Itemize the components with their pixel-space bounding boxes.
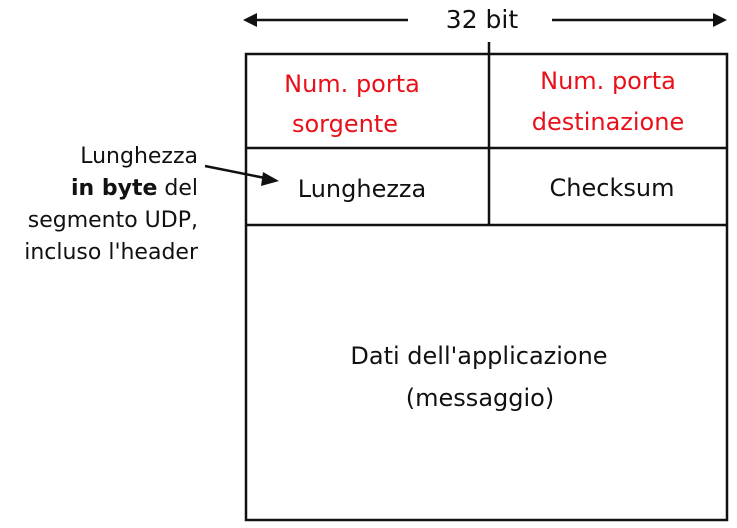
segment-outline xyxy=(244,52,729,522)
application-data-line-2: (messaggio) xyxy=(406,384,554,412)
segment-box xyxy=(244,52,729,522)
width-dimension: 32 bit xyxy=(243,5,727,54)
field-length: Lunghezza xyxy=(298,175,426,203)
source-port-line-2: sorgente xyxy=(292,110,398,138)
annotation-arrow-line xyxy=(204,164,266,180)
field-source-port: Num. porta sorgente xyxy=(284,70,420,138)
field-application-data: Dati dell'applicazione (messaggio) xyxy=(350,342,607,412)
annotation-line-2-rest: del xyxy=(157,176,198,201)
length-annotation: Lunghezza in byte del segmento UDP, incl… xyxy=(24,144,279,265)
width-arrow-left-head xyxy=(243,13,257,27)
annotation-line-3: segmento UDP, xyxy=(28,208,198,233)
source-port-line-1: Num. porta xyxy=(284,70,420,98)
width-arrow-right-head xyxy=(713,13,727,27)
width-label: 32 bit xyxy=(446,5,519,34)
destination-port-line-1: Num. porta xyxy=(540,67,676,95)
annotation-arrow-head xyxy=(261,172,279,186)
destination-port-line-2: destinazione xyxy=(532,108,684,136)
annotation-line-1: Lunghezza xyxy=(80,144,198,169)
annotation-bold: in byte xyxy=(71,176,157,201)
field-destination-port: Num. porta destinazione xyxy=(532,67,684,136)
application-data-line-1: Dati dell'applicazione xyxy=(350,342,607,370)
annotation-line-4: incluso l'header xyxy=(24,240,199,265)
annotation-line-2: in byte del xyxy=(71,176,198,201)
field-checksum: Checksum xyxy=(550,174,675,202)
